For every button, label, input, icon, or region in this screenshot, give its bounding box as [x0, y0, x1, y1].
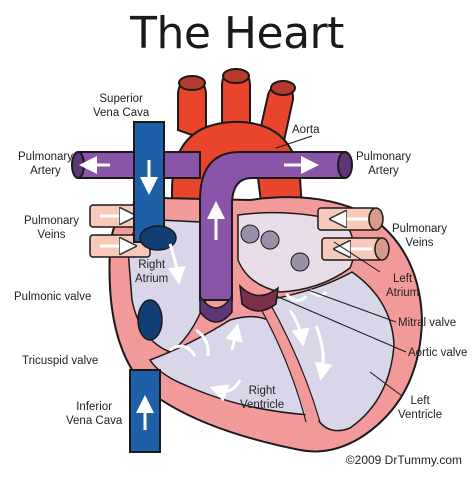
label-aortic-valve: Aortic valve: [408, 347, 468, 359]
label-pulmonic-valve: Pulmonic valve: [14, 291, 92, 303]
left-atrium-vein-openings: [240, 224, 310, 272]
label-superior-vena-cava: Superior Vena Cava: [93, 93, 150, 119]
label-left-ventricle: Left Ventricle: [398, 395, 443, 421]
copyright-credit: ©2009 DrTummy.com: [345, 453, 462, 467]
pulmonic-valve-shape: [199, 293, 233, 323]
label-right-ventricle: Right Ventricle: [240, 385, 285, 411]
label-tricuspid-valve: Tricuspid valve: [22, 355, 99, 367]
ivc-opening: [137, 299, 163, 341]
tricuspid-valve-shape: [169, 328, 210, 357]
superior-vena-cava: [133, 121, 165, 243]
label-left-atrium: Left Atrium: [386, 273, 420, 299]
label-aorta: Aorta: [292, 124, 320, 136]
svc-opening: [139, 225, 177, 251]
flow-arrows: [167, 243, 333, 402]
septum: [256, 297, 320, 424]
label-pulmonary-artery-left: Pulmonary Artery: [18, 151, 73, 177]
pulmonary-veins-right: [317, 207, 390, 261]
label-inferior-vena-cava: Inferior Vena Cava: [66, 401, 123, 427]
label-pulmonary-artery-right: Pulmonary Artery: [356, 151, 411, 177]
label-pulmonary-veins-right: Pulmonary Veins: [392, 223, 447, 249]
label-pulmonary-veins-left: Pulmonary Veins: [24, 215, 79, 241]
aorta-branches: [177, 68, 296, 152]
label-right-atrium: Right Atrium: [135, 259, 169, 285]
inferior-vena-cava: [129, 369, 161, 453]
label-mitral-valve: Mitral valve: [398, 317, 457, 329]
leader-lines: [275, 135, 407, 397]
page-title: The Heart: [130, 8, 344, 59]
aortic-valve-shape: [239, 283, 279, 312]
